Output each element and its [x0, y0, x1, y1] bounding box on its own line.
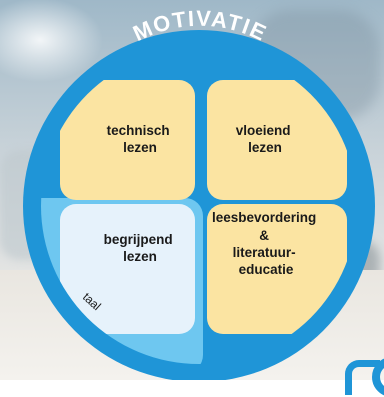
- label-vloeiend-lezen: vloeiend lezen: [236, 123, 295, 155]
- quadrant-technisch-lezen: [60, 80, 195, 200]
- label-begrijpend-lezen: begrijpend lezen: [104, 232, 177, 264]
- quadrant-vloeiend-lezen: [207, 80, 347, 200]
- quadrant-leesbevordering: [207, 204, 347, 334]
- quadrant-begrijpend-lezen: [60, 204, 195, 334]
- label-technisch-lezen: technisch lezen: [107, 123, 174, 155]
- motivation-diagram: MOTIVATIE technisch lezen vloeiend lezen…: [23, 30, 375, 380]
- label-leesbevordering: leesbevordering & literatuur- educatie: [212, 210, 320, 277]
